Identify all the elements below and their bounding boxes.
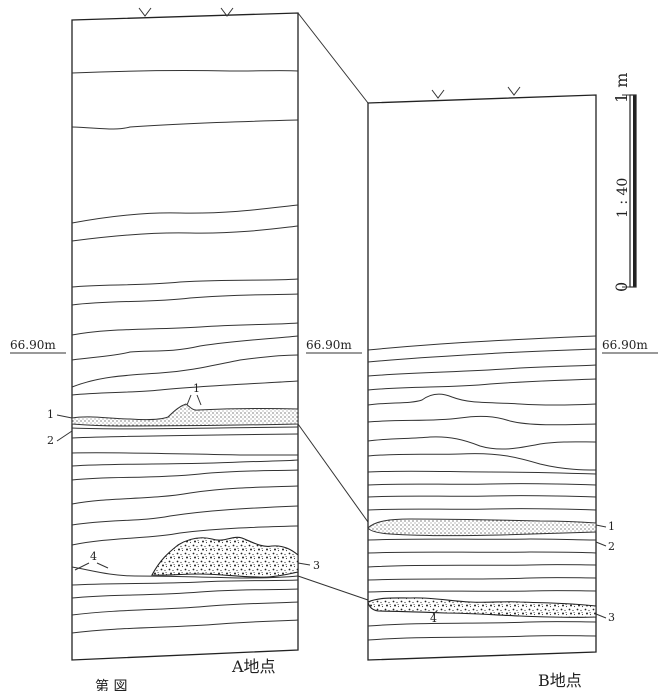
stratum-line xyxy=(71,119,299,130)
vegetation-mark xyxy=(220,7,234,17)
vegetation-mark xyxy=(138,7,152,17)
layer-label-2: 2 xyxy=(47,434,54,447)
stratum-line xyxy=(71,335,299,361)
middle-labels: 66.90m xyxy=(306,338,362,354)
stratum-line xyxy=(367,495,597,498)
stratum-line xyxy=(71,459,299,467)
layer-label-1-left: 1 xyxy=(47,408,54,421)
stratum-line xyxy=(367,453,597,471)
vegetation-mark xyxy=(507,86,521,96)
layer-label-3: 3 xyxy=(313,559,320,572)
stratum-line xyxy=(367,364,597,377)
stratum-line xyxy=(367,378,597,391)
layer-3-gravel xyxy=(367,597,597,618)
section-a-column xyxy=(71,7,299,661)
section-a-outline xyxy=(71,12,299,661)
vegetation-mark xyxy=(431,89,445,99)
stratum-line xyxy=(367,635,597,641)
stratum-line xyxy=(367,470,597,475)
correlation-line-top xyxy=(297,12,369,104)
stratum-line xyxy=(71,619,299,634)
layer-label-4: 4 xyxy=(90,550,97,563)
stratum-line xyxy=(71,525,299,546)
layer-label-1-upper: 1 xyxy=(193,382,200,395)
layer-1-dotted-sand xyxy=(71,403,299,427)
stratum-line xyxy=(367,621,597,627)
stratum-line xyxy=(71,293,299,306)
scale-bar: 1 m 1 : 40 0 xyxy=(612,73,637,292)
correlation-line-layer3 xyxy=(297,575,369,601)
stratum-line xyxy=(367,436,597,450)
section-b-outline xyxy=(367,94,597,661)
layer-label-b-3: 3 xyxy=(608,611,615,624)
elevation-label-middle: 66.90m xyxy=(306,338,352,352)
stratum-line xyxy=(71,433,299,439)
stratum-line xyxy=(71,566,299,579)
section-name-b: B地点 xyxy=(538,671,582,690)
stratum-line xyxy=(367,538,597,541)
scale-bottom-label: 0 xyxy=(612,282,631,292)
stratum-line xyxy=(71,225,299,242)
scale-top-label: 1 m xyxy=(612,73,631,103)
stratum-line xyxy=(71,70,299,74)
layer-label-b-1: 1 xyxy=(608,520,615,533)
layer-1-dotted-sand xyxy=(367,518,597,537)
stratum-line xyxy=(367,577,597,581)
stratum-line xyxy=(367,483,597,486)
section-b-column xyxy=(367,86,597,661)
stratum-line xyxy=(71,601,299,616)
caption-fragment: 第 図 xyxy=(95,678,127,691)
stratum-line xyxy=(71,452,298,456)
stratum-line xyxy=(71,588,299,599)
stratum-line xyxy=(71,278,299,288)
scale-ratio-label: 1 : 40 xyxy=(615,178,631,218)
elevation-label-a: 66.90m xyxy=(10,338,56,352)
stratum-line xyxy=(71,426,299,430)
stratum-line xyxy=(71,322,299,336)
stratum-line xyxy=(367,415,597,426)
stratum-line xyxy=(71,485,299,505)
layer-label-b-4: 4 xyxy=(430,612,437,625)
stratum-line xyxy=(71,579,299,586)
elevation-label-b: 66.90m xyxy=(602,338,648,352)
stratum-line xyxy=(367,564,597,568)
scale-bar-fill xyxy=(633,95,636,287)
layer-3-gravel xyxy=(151,536,299,578)
section-name-a: A地点 xyxy=(231,657,276,676)
stratum-line xyxy=(367,508,597,511)
stratum-line xyxy=(367,335,597,351)
stratum-line xyxy=(367,393,597,406)
section-b-labels: 66.90m 1 2 3 4 B地点 xyxy=(430,338,658,690)
stratum-line xyxy=(367,551,597,554)
stratum-line xyxy=(71,354,299,388)
stratum-line xyxy=(71,469,299,481)
stratum-line xyxy=(71,380,299,396)
stratum-line xyxy=(367,590,597,593)
stratum-line xyxy=(71,204,299,224)
stratum-line xyxy=(367,348,597,363)
layer-label-b-2: 2 xyxy=(608,540,615,553)
correlation-line-layer1 xyxy=(297,423,369,523)
stratum-line xyxy=(71,505,299,526)
section-a-labels: 66.90m 1 1 2 4 3 A地点 第 図 xyxy=(10,338,320,695)
